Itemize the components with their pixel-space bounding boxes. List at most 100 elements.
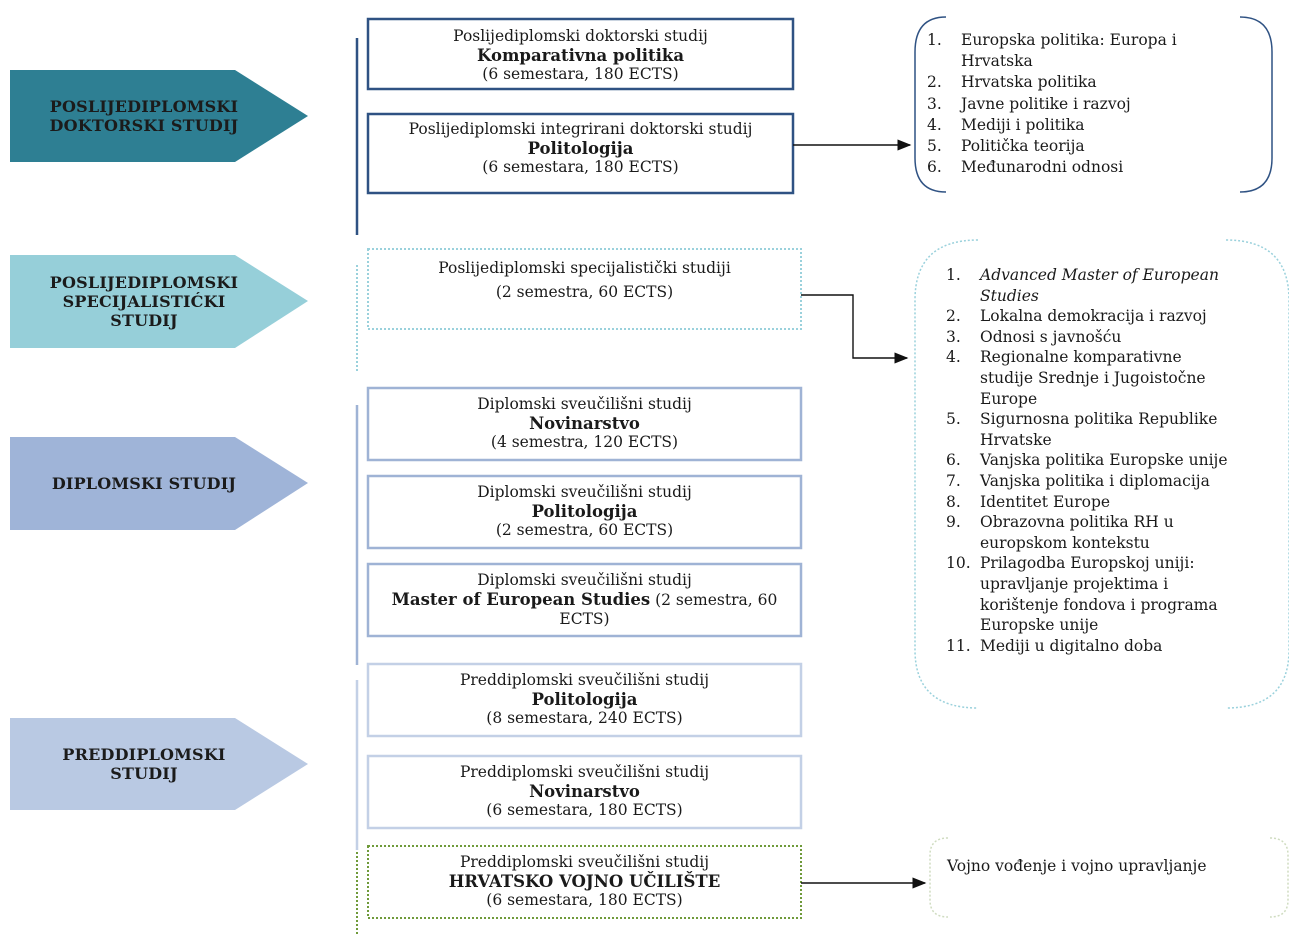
program-type: Poslijediplomski doktorski studij — [453, 27, 708, 45]
list-item-line: Mediji i politika — [961, 115, 1085, 134]
list-item: 3.Odnosi s javnošću — [946, 327, 1276, 348]
program-name: Novinarstvo — [529, 414, 640, 433]
list-item-line: korištenje fondova i programa — [980, 595, 1218, 614]
list-item-line: Lokalna demokracija i razvoj — [980, 307, 1207, 326]
list-item: 5. Politička teorija — [927, 136, 1257, 157]
undergraduate-level-label: PREDDIPLOMSKI STUDIJ — [10, 718, 278, 810]
list-item-line: Obrazovna politika RH u — [980, 513, 1174, 532]
list-item-line: Hrvatska politika — [961, 73, 1097, 92]
list-item-line: Vanjska politika Europske unije — [980, 451, 1228, 470]
list-item-number: 7. — [946, 471, 961, 490]
list-item: 6. Vanjska politika Europske unije — [946, 450, 1276, 471]
box-border-1 — [366, 17, 795, 91]
list-item-line: Hrvatske — [980, 430, 1052, 449]
program-duration: (6 semestara, 180 ECTS) — [482, 158, 679, 176]
military-program: Vojno vođenje i vojno upravljanje — [947, 857, 1207, 875]
box-border-5 — [366, 474, 803, 550]
list-item-text: Javne politike i razvoj — [961, 94, 1257, 115]
list-item-text: Mediji i politika — [961, 115, 1257, 136]
program-box-komparativna-politika: Poslijediplomski doktorski studij Kompar… — [370, 21, 791, 87]
program-name: Novinarstvo — [529, 782, 640, 801]
program-duration: (4 semestra, 120 ECTS) — [490, 433, 679, 451]
box-border-9 — [367, 845, 802, 919]
program-box-specijalisticki: Poslijediplomski specijalistički studiji… — [370, 251, 799, 327]
military-program-frame — [929, 837, 1289, 918]
program-type: Poslijediplomski specijalistički studiji — [438, 259, 731, 277]
list-item-text: Identitet Europe — [980, 492, 1276, 513]
doctoral-chevron — [10, 70, 308, 162]
list-item-number: 1. — [927, 31, 942, 49]
program-duration: (6 semestara, 180 ECTS) — [486, 891, 683, 909]
graduate-level-line-1: DIPLOMSKI STUDIJ — [51, 474, 237, 493]
program-box-politologija-doktorski: Poslijediplomski integrirani doktorski s… — [370, 116, 791, 191]
list-item-number: 11. — [946, 636, 971, 655]
list-item-number: 2. — [946, 307, 961, 326]
list-item-number: 8. — [946, 492, 961, 511]
list-item-line: Studies — [980, 286, 1039, 305]
specialist-level-line-1: POSLIJEDIPLOMSKI — [49, 273, 239, 292]
list-item-text: Politička teorija — [961, 136, 1257, 157]
program-box-master-european-studies: Diplomski sveučilišni studij Master of E… — [370, 566, 799, 634]
list-item-number: 6. — [946, 451, 961, 470]
doctoral-level-line-1: POSLIJEDIPLOMSKI — [49, 97, 239, 116]
program-duration: (6 semestara, 180 ECTS) — [482, 65, 679, 83]
list-item-number: 4. — [927, 115, 942, 134]
program-name: Politologija — [527, 139, 634, 158]
program-name: Komparativna politika — [476, 46, 685, 65]
list-item-text: Međunarodni odnosi — [961, 157, 1257, 178]
program-box-politologija-preddiplomski: Preddiplomski sveučilišni studij Politol… — [370, 666, 799, 734]
program-duration: (8 semestara, 240 ECTS) — [486, 709, 683, 727]
graduate-chevron — [10, 437, 308, 530]
program-box-novinarstvo-diplomski: Diplomski sveučilišni studij Novinarstvo… — [370, 390, 799, 458]
program-type: Preddiplomski sveučilišni studij — [459, 853, 710, 871]
list-item-line: Europe — [980, 389, 1038, 408]
list-item-line: europskom kontekstu — [980, 533, 1150, 552]
program-duration: (2 semestra, 60 ECTS) — [495, 283, 674, 301]
box-border-6 — [366, 562, 803, 638]
doctoral-level-line-2: DOKTORSKI STUDIJ — [49, 116, 239, 135]
program-type: Diplomski sveučilišni studij — [477, 483, 692, 501]
list-item: 4. Mediji i politika — [927, 115, 1257, 136]
list-item-number: 2. — [927, 73, 942, 92]
list-item-line: Vanjska politika i diplomacija — [980, 471, 1210, 490]
box-border-2 — [366, 112, 795, 195]
box-border-3 — [367, 248, 802, 330]
list-item-line: studije Srednje i Jugoistočne — [980, 368, 1206, 387]
program-name: Master of European Studies — [391, 590, 651, 609]
program-duration-end: ECTS) — [559, 610, 610, 628]
undergraduate-level-line-2: STUDIJ — [110, 764, 178, 783]
list-item-line: Prilagodba Europskoj uniji: — [980, 554, 1195, 573]
box-border-8 — [366, 754, 803, 830]
list-item-line: Mediji u digitalno doba — [980, 636, 1163, 655]
list-item-number: 3. — [927, 94, 942, 113]
list-item-text: Odnosi s javnošću — [980, 327, 1276, 348]
list-item: 2. Hrvatska politika — [927, 72, 1257, 93]
list-item-number: 5. — [946, 410, 961, 429]
program-type: Preddiplomski sveučilišni studij — [459, 671, 710, 689]
program-type: Diplomski sveučilišni studij — [477, 395, 692, 413]
program-name: Politologija — [531, 502, 638, 521]
list-item-line: Sigurnosna politika Republike — [980, 410, 1218, 429]
list-item-number: 4. — [946, 348, 961, 367]
list-item-line: Odnosi s javnošću — [980, 327, 1122, 346]
list-item-line: Hrvatska — [961, 52, 1033, 71]
list-item: 3. Javne politike i razvoj — [927, 94, 1257, 115]
list-item-text: Vanjska politika Europske unije — [980, 450, 1276, 471]
list-item: 11. Mediji u digitalno doba — [946, 636, 1276, 657]
list-item: 6.Međunarodni odnosi — [927, 157, 1257, 178]
doctoral-level-label: POSLIJEDIPLOMSKI DOKTORSKI STUDIJ — [10, 70, 278, 162]
program-duration-start: (2 semestra, 60 — [650, 591, 778, 609]
list-item-text: Lokalna demokracija i razvoj — [980, 306, 1276, 327]
list-item-line: Politička teorija — [961, 137, 1085, 156]
list-item-text: Mediji u digitalno doba — [980, 636, 1276, 657]
list-item-number: 5. — [927, 137, 942, 156]
